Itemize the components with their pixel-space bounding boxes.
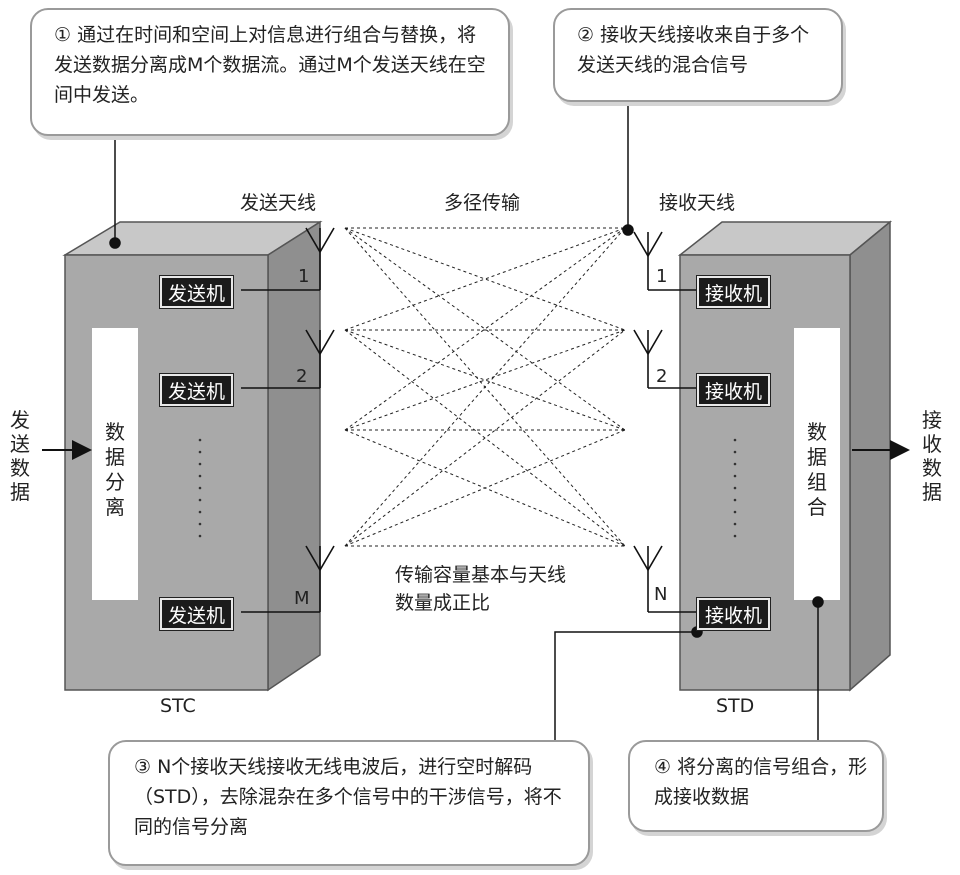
rx-antenna-2-number: 2 xyxy=(656,366,668,387)
callout-step-3: ③ N个接收天线接收无线电波后，进行空时解码（STD），去除混杂在多个信号中的干… xyxy=(108,740,590,866)
rx-ellipsis xyxy=(733,438,737,538)
rx-antenna-2-icon xyxy=(633,329,698,389)
tx-antenna-1-number: 1 xyxy=(298,266,310,287)
output-data-label: 接收数据 xyxy=(922,408,942,504)
tx-antenna-label: 发送天线 xyxy=(240,192,317,214)
callout-step-4: ④ 将分离的信号组合，形成接收数据 xyxy=(628,740,884,832)
tx-ellipsis xyxy=(198,438,202,538)
rx-antenna-n-number: N xyxy=(654,584,668,605)
data-combine-label: 数据组合 xyxy=(807,420,827,519)
std-box xyxy=(677,220,893,692)
input-data-label: 发送数据 xyxy=(10,408,30,504)
data-combine-panel xyxy=(794,328,840,600)
receiver-2: 接收机 xyxy=(695,373,772,407)
data-split-panel xyxy=(92,328,138,600)
rx-antenna-1-icon xyxy=(633,231,698,291)
capacity-note-line-1: 传输容量基本与天线 xyxy=(395,564,567,586)
std-label: STD xyxy=(716,695,755,717)
multipath-label: 多径传输 xyxy=(444,192,521,214)
transmitter-2: 发送机 xyxy=(158,373,235,407)
tx-antenna-m-number: M xyxy=(294,588,310,609)
tx-antenna-2-icon xyxy=(241,329,335,389)
transmitter-m: 发送机 xyxy=(158,597,235,631)
data-split-label: 数据分离 xyxy=(105,420,125,519)
transmitter-1: 发送机 xyxy=(158,275,235,309)
tx-antenna-1-icon xyxy=(241,227,335,291)
rx-antenna-n-icon xyxy=(633,545,698,613)
multipath-links xyxy=(344,227,626,547)
stc-box xyxy=(62,220,323,692)
tx-antenna-m-icon xyxy=(241,545,335,613)
callout-leaders xyxy=(109,102,824,740)
stc-label: STC xyxy=(160,695,196,717)
callout-step-1: ① 通过在时间和空间上对信息进行组合与替换，将发送数据分离成M个数据流。通过M个… xyxy=(30,8,510,136)
tx-antenna-2-number: 2 xyxy=(296,366,308,387)
rx-antenna-1-number: 1 xyxy=(656,266,668,287)
rx-antenna-label: 接收天线 xyxy=(659,192,736,214)
receiver-n: 接收机 xyxy=(695,597,772,631)
callout-step-2: ② 接收天线接收来自于多个发送天线的混合信号 xyxy=(553,8,843,102)
receiver-1: 接收机 xyxy=(695,275,772,309)
capacity-note-line-2: 数量成正比 xyxy=(395,592,491,614)
